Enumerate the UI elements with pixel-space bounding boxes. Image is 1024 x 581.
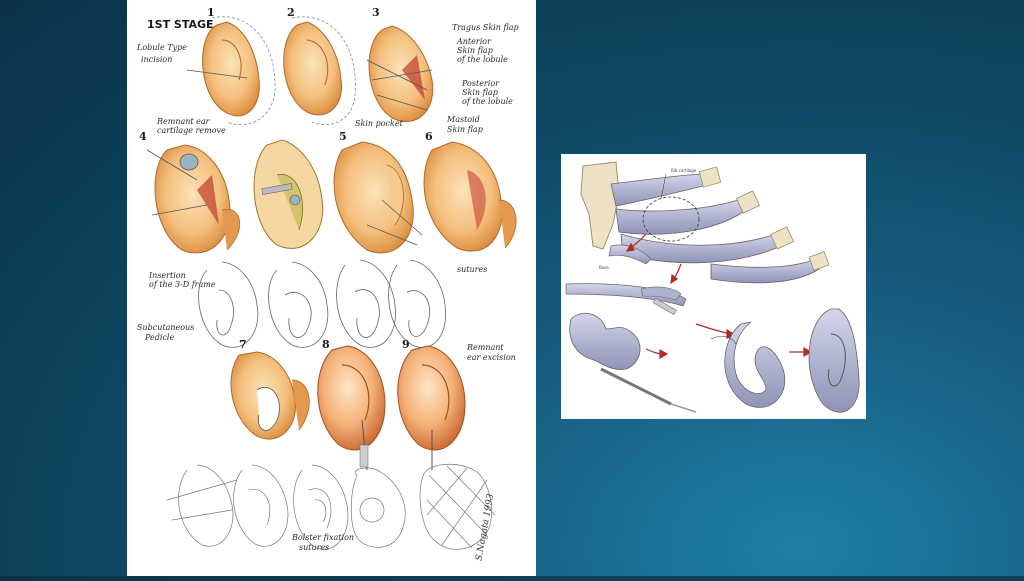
label-insertion-2: of the 3-D frame <box>149 280 216 289</box>
ear-drawing-4 <box>146 144 241 254</box>
label-incision: incision <box>141 55 172 64</box>
sternum-bone <box>580 161 620 250</box>
label-subcutaneous-2: Pedicle <box>144 333 174 342</box>
label-remnant-cartilage-1: Remnant ear <box>156 117 211 126</box>
label-tragus-flap: Tragus Skin flap <box>452 23 519 32</box>
label-remnant-excision-1: Remnant <box>466 343 504 352</box>
label-sutures-top: sutures <box>457 265 487 274</box>
panel-number-6: 6 <box>425 130 433 143</box>
rib-cartilages <box>610 166 830 284</box>
label-anterior-flap-1: Anterior <box>456 37 492 46</box>
carved-helix-strip <box>565 283 687 315</box>
label-mastoid-flap-2: Skin flap <box>447 125 483 134</box>
label-anterior-flap-3: of the lobule <box>457 55 508 64</box>
panel-number-5: 5 <box>339 130 347 143</box>
framework-base-carving <box>569 312 697 413</box>
final-ear-framework <box>808 308 860 413</box>
panel-number-4: 4 <box>139 130 147 143</box>
stage-title: 1ST STAGE <box>147 18 214 31</box>
ear-drawing-5 <box>333 141 423 254</box>
small-label: Base <box>599 265 609 270</box>
panel-number-7: 7 <box>239 338 247 351</box>
label-skin-pocket: Skin pocket <box>355 119 404 128</box>
label-remnant-cartilage-2: cartilage remove <box>157 126 226 135</box>
label-posterior-flap-1: Posterior <box>461 79 500 88</box>
ear-drawing-4b <box>253 139 324 249</box>
label-bolster-1: Bolster fixation <box>291 533 354 542</box>
label-lobule-type: Lobule Type <box>136 43 187 52</box>
label-anterior-flap-2: Skin flap <box>457 46 493 55</box>
ear-drawing-8 <box>317 345 386 471</box>
label-posterior-flap-2: Skin flap <box>462 88 498 97</box>
ear-drawing-1 <box>186 16 276 126</box>
helix-framework <box>710 321 786 408</box>
label-subcutaneous-1: Subcutaneous <box>137 323 194 332</box>
artist-signature: S.Nagata 1993 <box>475 493 497 562</box>
cartilage-framework-panel: Rib cartilage Base <box>561 154 866 419</box>
panel-number-1: 1 <box>207 6 215 19</box>
panel-number-8: 8 <box>322 338 330 351</box>
label-remnant-excision-2: ear excision <box>467 353 516 362</box>
label-insertion-1: Insertion <box>148 271 186 280</box>
ear-drawing-9 <box>397 345 466 470</box>
ear-drawing-3 <box>366 25 434 123</box>
label-mastoid-flap-1: Mastoid <box>446 115 480 124</box>
bolster-fixation-drawings <box>166 463 496 550</box>
panel-number-9: 9 <box>402 338 410 351</box>
ear-drawing-6 <box>423 141 517 252</box>
surgical-illustration-panel: 1ST STAGE Lobule Type incision 1 2 3 <box>127 0 536 576</box>
label-bolster-2: sutures <box>299 543 329 552</box>
frame-insertion-drawings <box>198 259 447 348</box>
ear-drawing-7 <box>230 351 310 440</box>
label-posterior-flap-3: of the lobule <box>462 97 513 106</box>
callout-label: Rib cartilage <box>671 168 697 173</box>
cartilage-base-piece <box>608 244 652 265</box>
ear-drawing-2 <box>283 16 356 126</box>
panel-number-2: 2 <box>287 6 295 19</box>
surgical-stages-drawing: 1ST STAGE Lobule Type incision 1 2 3 <box>136 6 519 562</box>
rib-cartilage-diagram: Rib cartilage Base <box>565 161 860 413</box>
panel-number-3: 3 <box>372 6 380 19</box>
